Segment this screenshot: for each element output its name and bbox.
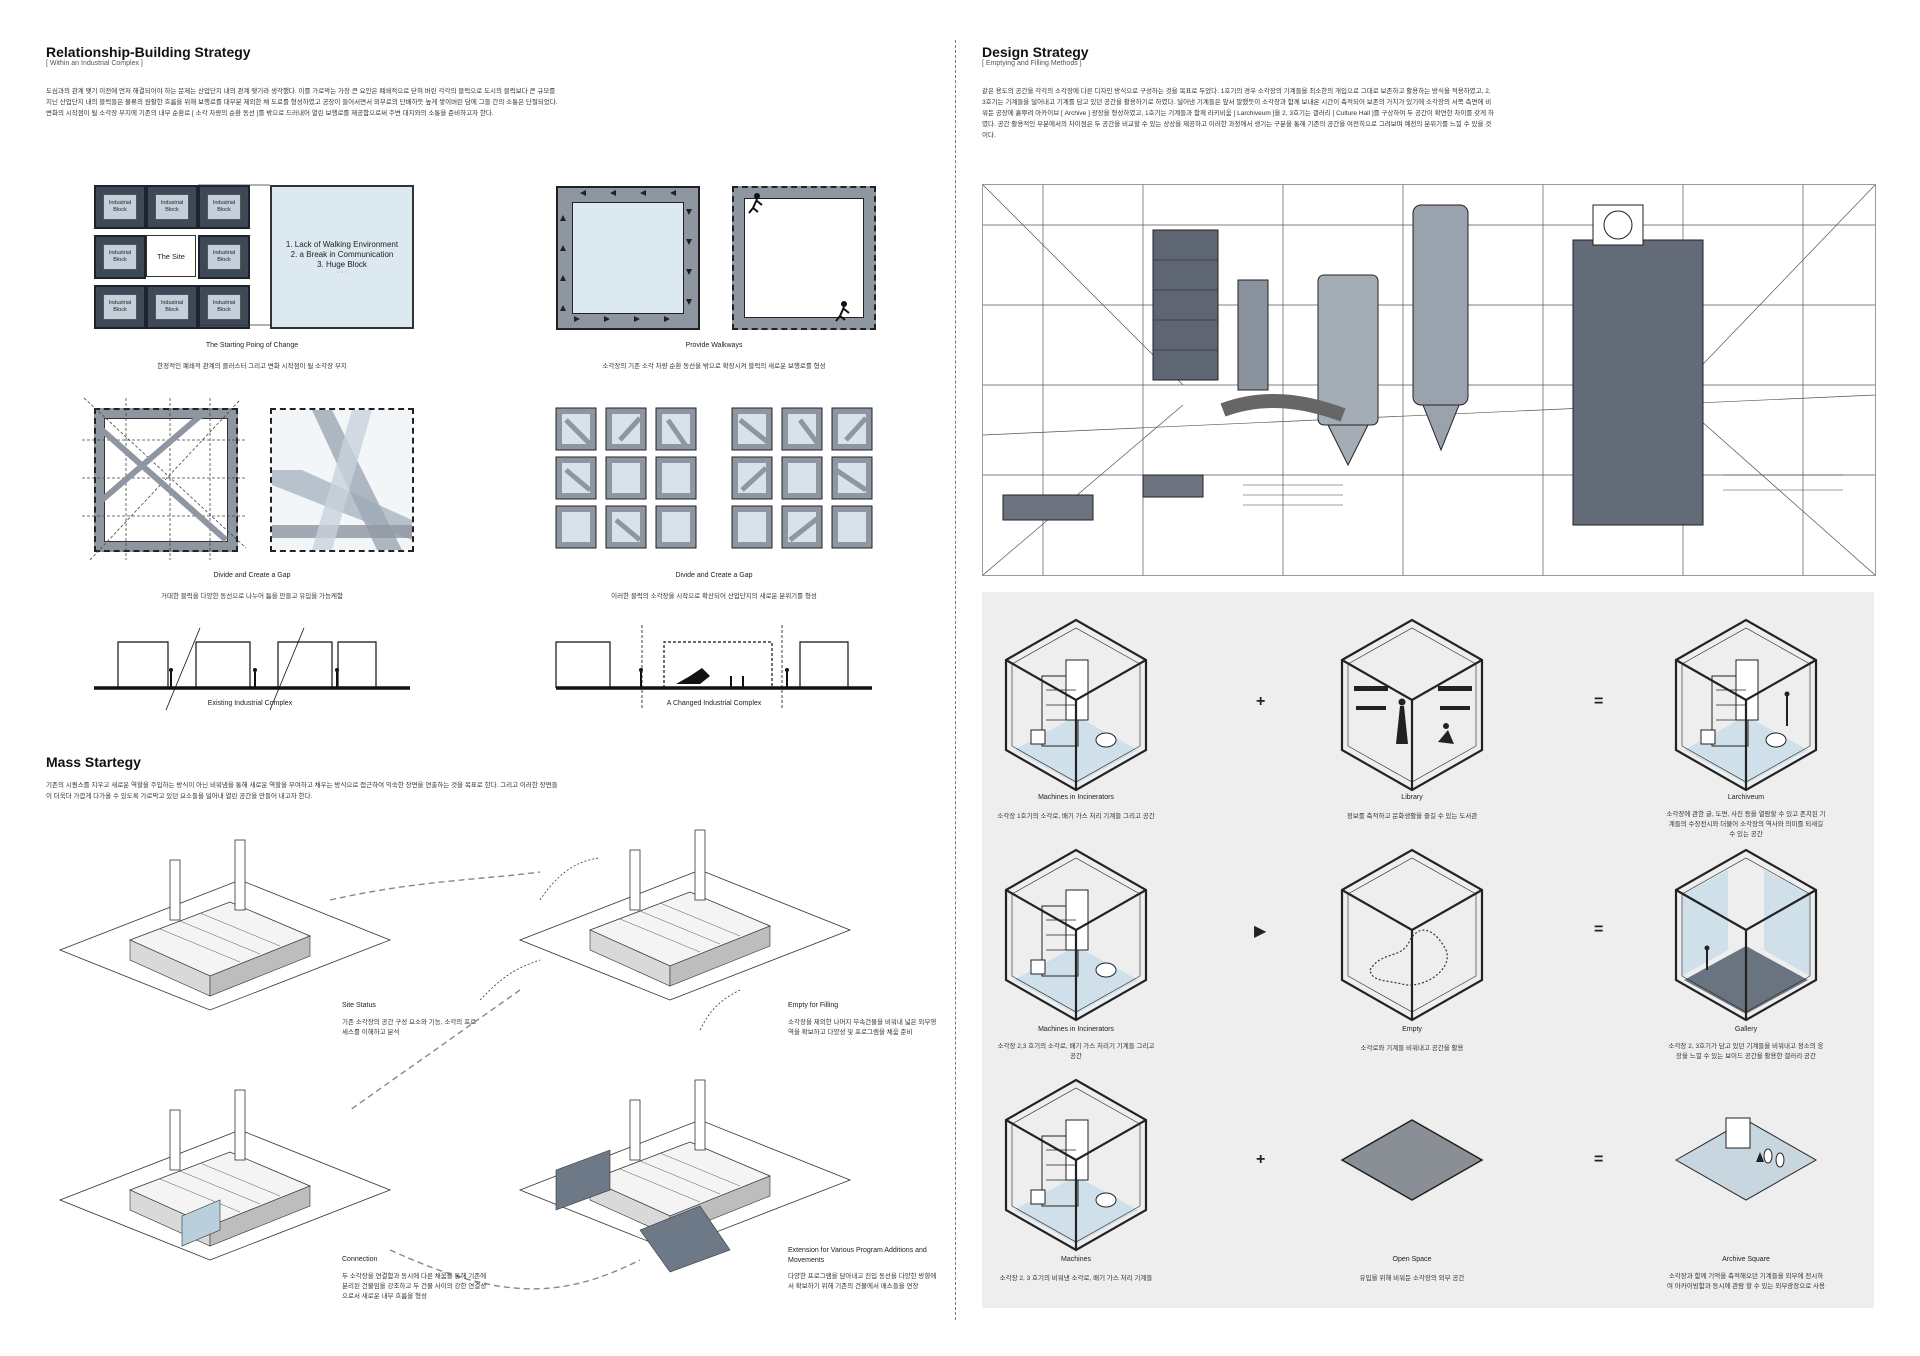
operator-equals-row3: = (1594, 1151, 1604, 1168)
step-3-en: Connection (342, 1256, 378, 1263)
operator-plus-row3: + (1256, 1151, 1266, 1168)
r3-item3-ko: 소각장과 함께 기억을 축적해오던 기계들을 외부에 전시하여 아카이빙함과 동… (1667, 1273, 1825, 1290)
step-4-ko: 다양한 프로그램을 담아내고 진입 동선을 다양한 방향에서 확보하기 위해 기… (788, 1273, 937, 1290)
walkway-arrows (560, 190, 692, 322)
r2-item1-en: Machines in Incinerators (1038, 1026, 1114, 1033)
step-3-ko: 두 소각장을 연결함과 동시에 다른 채움을 통해 기존에 분리된 건물임을 강… (342, 1273, 487, 1300)
cube-matrix (1004, 618, 1818, 1252)
caption-3-en: Divide and Create a Gap (213, 572, 291, 579)
operator-equals-row1: = (1594, 693, 1604, 710)
mass-axonometrics (59, 829, 851, 1290)
section-diagrams (94, 625, 872, 711)
r2-item1-ko: 소각장 2,3 호기의 소각로, 배기 가스 처리기 기계들 그리고 공간 (997, 1043, 1155, 1060)
industrial-block: Industrial Block (198, 185, 250, 229)
r2-item2-ko: 소각로와 기계들 비워내고 공간을 활용 (1360, 1045, 1464, 1052)
r2-item3-ko: 소각장 2, 3호기가 담고 있던 기계들을 비워내고 정소의 웅장을 느낄 수… (1668, 1043, 1824, 1060)
r1-item2-en: Library (1401, 794, 1423, 801)
caption-3-ko: 거대한 블럭을 다양한 동선으로 나누어 틈을 만들고 유입을 가능케함 (161, 593, 343, 600)
interior-perspective (982, 184, 1876, 576)
r3-item2-ko: 유입을 위해 비워둔 소각장의 외부 공간 (1359, 1275, 1465, 1282)
caption-1-ko: 한정적인 폐쇄적 관계의 클러스터 그리고 변화 시작점이 될 소각장 부지 (157, 363, 347, 370)
relationship-paragraph: 도심과의 관계 맺기 이전에 먼저 해결되어야 하는 문제는 산업단지 내의 관… (46, 88, 558, 117)
block-label: Industrial Block (155, 294, 189, 320)
mass-title: Mass Startegy (46, 754, 141, 770)
design-paragraph: 같은 용도의 공간을 각각의 소각장에 다른 디자인 방식으로 구성하는 것을 … (982, 88, 1494, 139)
r1-item1-en: Machines in Incinerators (1038, 794, 1114, 801)
r3-item1-ko: 소각장 2, 3 호기의 비워낸 소각로, 배기 가스 처리 기계들 (999, 1275, 1153, 1282)
the-site-block: The Site (146, 235, 196, 277)
block-grid (555, 407, 873, 549)
caption-2-ko: 소각장의 기존 소각 차량 순환 동선을 밖으로 확장시켜 블럭의 새로운 보행… (602, 363, 826, 370)
relationship-title: Relationship-Building Strategy (46, 44, 251, 60)
industrial-block: Industrial Block (146, 285, 198, 329)
operator-arrow-row2: ▶ (1254, 923, 1267, 940)
block-label: Industrial Block (155, 194, 189, 220)
r1-item1-ko: 소각장 1호기의 소각로, 배기 가스 처리 기계들 그리고 공간 (997, 813, 1155, 820)
design-subtitle: [ Emptying and Filling Methods ] (982, 60, 1082, 67)
design-title: Design Strategy (982, 44, 1089, 60)
block-label: Industrial Block (103, 194, 137, 220)
cut-lines (82, 397, 247, 561)
step-1-ko: 기존 소각장의 공간 구성 요소와 기능, 소각의 프로세스를 이해하고 분석 (342, 1019, 477, 1036)
block-label: Industrial Block (103, 244, 137, 270)
relationship-subtitle: [ Within an Industrial Complex ] (46, 60, 143, 67)
r3-item2-en: Open Space (1392, 1256, 1432, 1263)
caption-4-en: Divide and Create a Gap (675, 572, 753, 579)
r1-item2-ko: 정보를 축적하고 문화생활을 즐길 수 있는 도서관 (1346, 813, 1478, 820)
operator-plus-row1: + (1256, 693, 1266, 710)
industrial-block: Industrial Block (94, 185, 146, 229)
walker-figures (748, 193, 850, 322)
r2-item3-en: Gallery (1734, 1026, 1758, 1033)
block-label: Industrial Block (207, 194, 241, 220)
problem-2: 2. a Break in Communication (290, 249, 394, 259)
step-4-en: Extension for Various Program Additions … (788, 1247, 927, 1264)
r2-item2-en: Empty (1402, 1026, 1422, 1033)
caption-4-ko: 이러한 블럭의 소각장을 시작으로 확산되어 산업단지의 새로운 분위기를 형성 (611, 593, 817, 600)
walkway-ring (556, 186, 700, 330)
step-1-en: Site Status (342, 1002, 376, 1009)
section-label-existing: Existing Industrial Complex (207, 700, 293, 707)
block-label: Industrial Block (207, 294, 241, 320)
problem-3: 3. Huge Block (317, 259, 367, 269)
industrial-block: Industrial Block (198, 285, 250, 329)
r3-item1-en: Machines (1061, 1256, 1091, 1263)
r1-item3-ko: 소각장에 관한 글, 도면, 사진 등을 열람할 수 있고 존치된 기계들의 수… (1666, 811, 1826, 838)
caption-1-en: The Starting Poing of Change (205, 342, 299, 349)
gap-result (270, 408, 414, 552)
step-2-ko: 소각장을 제외한 나머지 부속건물을 비워내 넓은 외부영역을 확보하고 다양성… (788, 1019, 937, 1036)
block-label: Industrial Block (207, 244, 241, 270)
operator-equals-row2: = (1594, 921, 1604, 938)
industrial-block: Industrial Block (94, 285, 146, 329)
problem-1: 1. Lack of Walking Environment (285, 239, 399, 249)
section-label-changed: A Changed Industrial Complex (666, 700, 762, 707)
caption-2-en: Provide Walkways (685, 342, 743, 349)
page-divider (955, 40, 956, 1320)
step-2-en: Empty for Filling (788, 1002, 839, 1009)
industrial-block: Industrial Block (198, 235, 250, 279)
r1-item3-en: Larchiveum (1727, 794, 1765, 801)
block-label: Industrial Block (103, 294, 137, 320)
r3-item3-en: Archive Square (1722, 1256, 1770, 1263)
ellipsis: · · · (336, 268, 348, 276)
problems-box: 1. Lack of Walking Environment 2. a Brea… (270, 185, 414, 329)
industrial-block: Industrial Block (94, 235, 146, 279)
mass-paragraph: 기존의 시퀀스를 지우고 새로운 역할을 주입하는 방식이 아닌 비워냄을 통해… (46, 782, 558, 800)
zoom-lines (198, 184, 270, 326)
industrial-block: Industrial Block (146, 185, 198, 229)
